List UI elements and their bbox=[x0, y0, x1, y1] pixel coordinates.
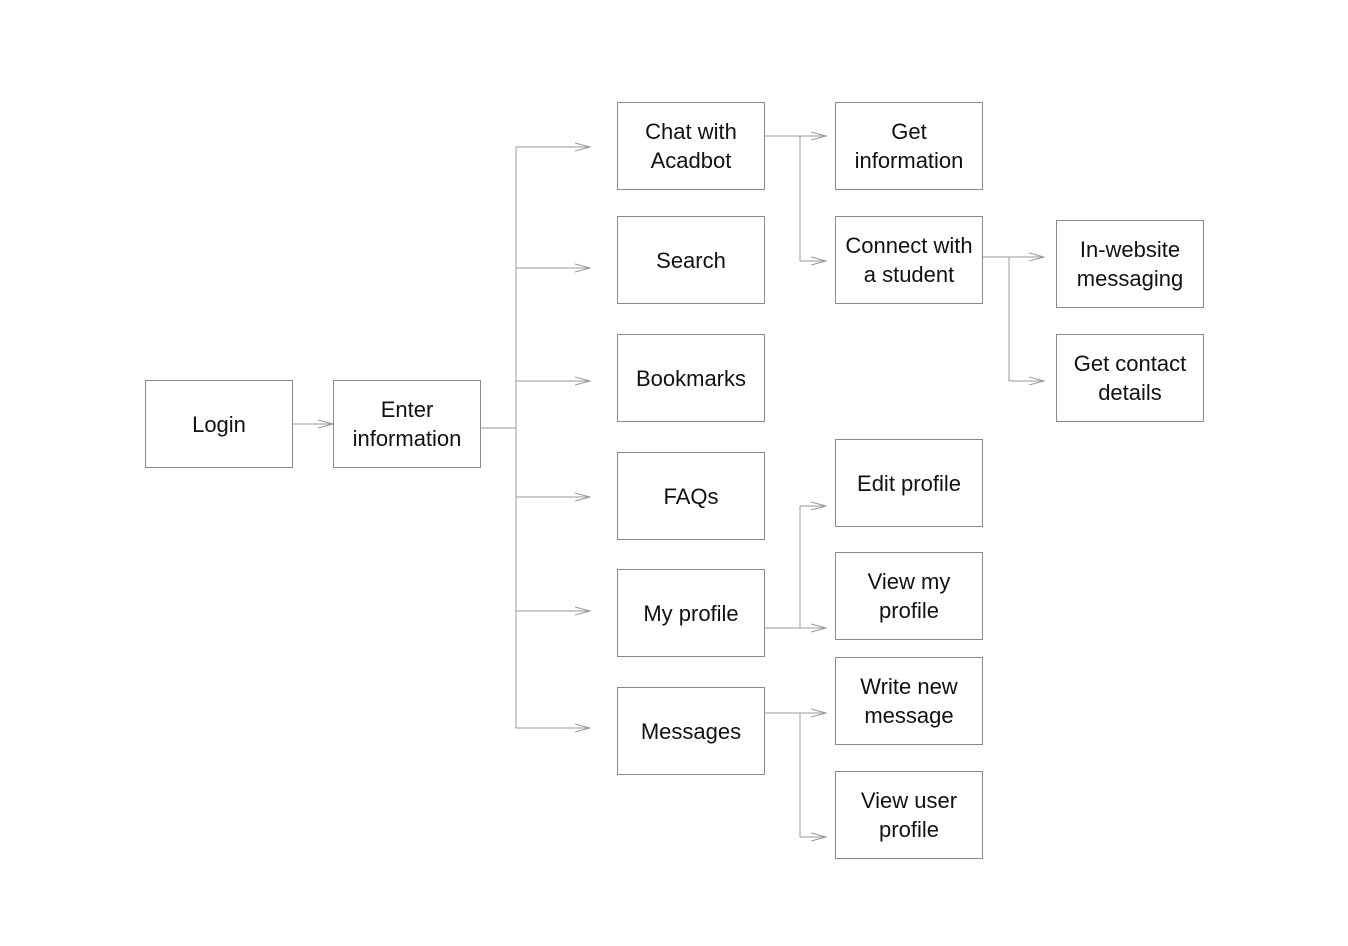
node-messages: Messages bbox=[617, 687, 765, 775]
node-faqs: FAQs bbox=[617, 452, 765, 540]
node-my-profile: My profile bbox=[617, 569, 765, 657]
node-view-my-profile: View my profile bbox=[835, 552, 983, 640]
node-chat-with-acadbot: Chat with Acadbot bbox=[617, 102, 765, 190]
node-get-information: Get information bbox=[835, 102, 983, 190]
node-my-profile-label: My profile bbox=[643, 600, 739, 626]
node-view-my-profile-label: View my profile bbox=[867, 569, 951, 623]
node-edit-profile-label: Edit profile bbox=[857, 470, 961, 496]
node-faqs-label: FAQs bbox=[663, 483, 719, 509]
node-edit-profile: Edit profile bbox=[835, 439, 983, 527]
node-login: Login bbox=[145, 380, 293, 468]
node-search-label: Search bbox=[656, 247, 726, 273]
node-connect-with-student-label: Connect with a student bbox=[845, 233, 973, 287]
node-get-information-label: Get information bbox=[854, 119, 964, 173]
node-view-user-profile: View user profile bbox=[835, 771, 983, 859]
node-write-new-message-label: Write new message bbox=[860, 674, 958, 728]
node-get-contact-details-label: Get contact details bbox=[1073, 351, 1187, 405]
node-bookmarks: Bookmarks bbox=[617, 334, 765, 422]
node-get-contact-details: Get contact details bbox=[1056, 334, 1204, 422]
node-bookmarks-label: Bookmarks bbox=[635, 365, 747, 391]
node-in-website-messaging: In-website messaging bbox=[1056, 220, 1204, 308]
node-connect-with-student: Connect with a student bbox=[835, 216, 983, 304]
node-chat-with-acadbot-label: Chat with Acadbot bbox=[645, 119, 737, 173]
node-in-website-messaging-label: In-website messaging bbox=[1076, 237, 1184, 291]
node-search: Search bbox=[617, 216, 765, 304]
node-enter-information: Enter information bbox=[333, 380, 481, 468]
node-enter-information-label: Enter information bbox=[352, 397, 462, 451]
node-view-user-profile-label: View user profile bbox=[860, 788, 958, 842]
node-write-new-message: Write new message bbox=[835, 657, 983, 745]
node-messages-label: Messages bbox=[640, 718, 742, 744]
node-login-label: Login bbox=[192, 411, 246, 437]
